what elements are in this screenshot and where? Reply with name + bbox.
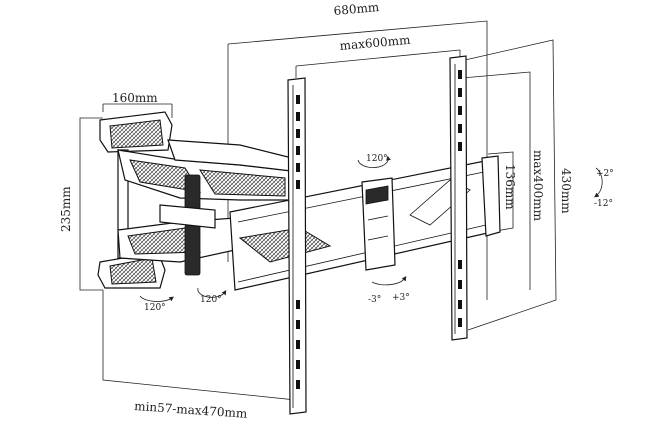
tilt-up-label: +2° [596,169,614,179]
wall-plate [97,111,173,289]
arm-plate-width-label: 160mm [112,91,158,105]
left-vesa-bracket [287,77,307,415]
right-vesa-bracket [449,55,468,341]
level-plus-label: +3° [392,293,410,303]
overall-height-label: 430mm [559,168,573,214]
center-carriage [361,177,396,271]
swivel-left-label: 120° [144,303,166,313]
rotation-arcs [139,155,603,302]
extension-label: min57-max470mm [134,399,249,421]
overall-width-label: 680mm [333,0,380,18]
swivel-top-label: 120° [366,154,388,164]
swivel-mid-label: 120° [200,295,222,305]
level-minus-label: -3° [368,295,381,305]
wall-plate-height-label: 235mm [59,186,73,232]
tilt-down-label: -12° [594,199,613,209]
rail-height-label: 136mm [503,164,517,210]
lower-arm [117,204,236,276]
max-vesa-width-label: max600mm [339,33,412,53]
max-vesa-height-label: max400mm [531,150,545,222]
